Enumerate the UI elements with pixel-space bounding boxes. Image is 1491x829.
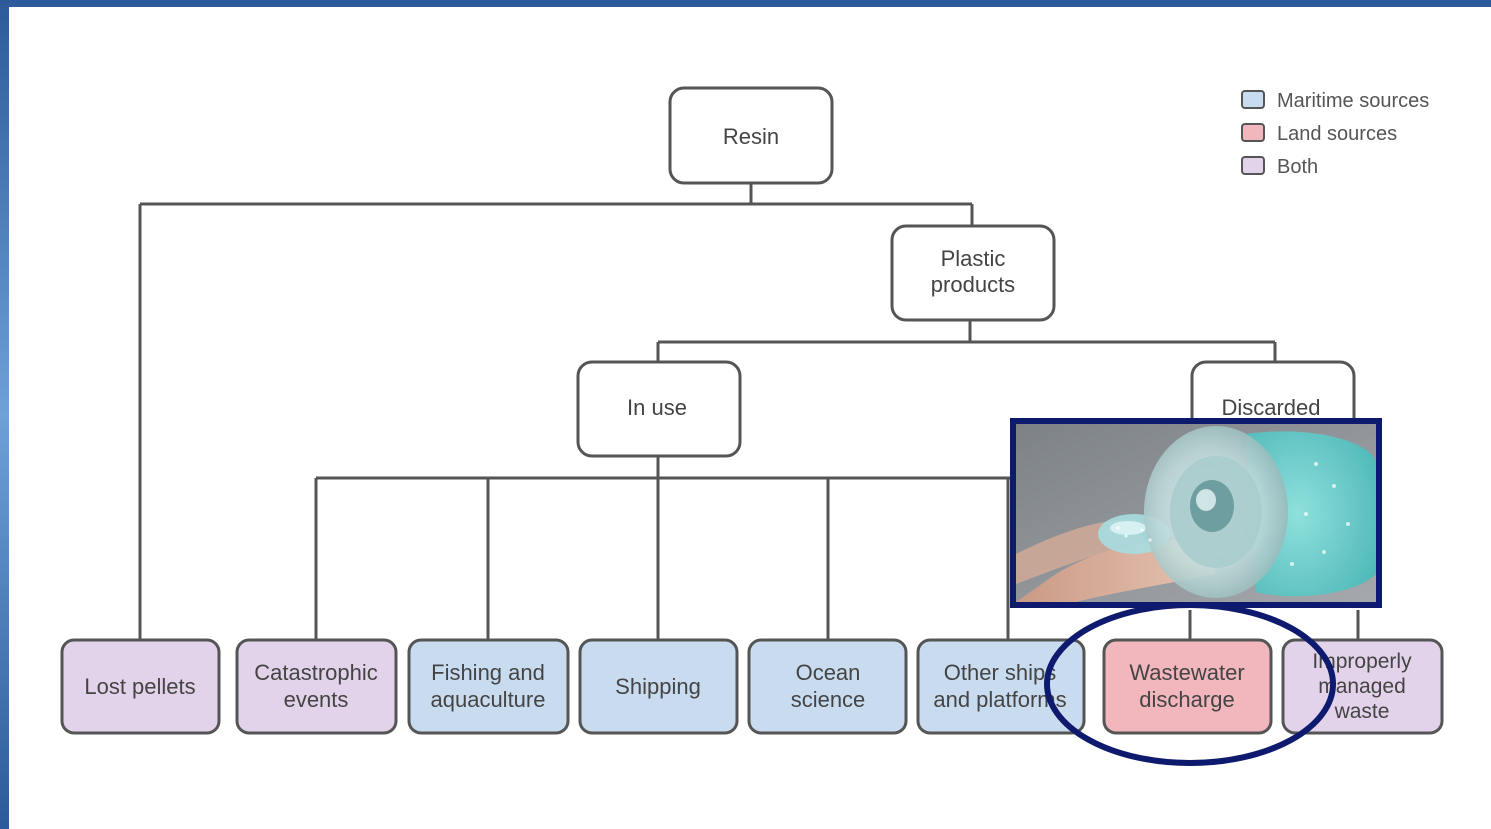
node-ocean-science-line2: science [791, 687, 866, 712]
slide-top-border [0, 0, 1491, 7]
node-fishing-line1: Fishing and [431, 660, 545, 685]
legend-label-land: Land sources [1277, 123, 1397, 145]
node-fishing-aquaculture: Fishing and aquaculture [407, 638, 570, 735]
node-lost-pellets-label: Lost pellets [84, 674, 195, 699]
node-shipping: Shipping [578, 638, 739, 735]
node-discarded-label: Discarded [1221, 395, 1320, 420]
node-other-ships-line2: and platforms [933, 687, 1066, 712]
node-ocean-science: Ocean science [747, 638, 908, 735]
legend-item-land: Land sources [1241, 123, 1397, 145]
node-wastewater-line2: discharge [1139, 687, 1234, 712]
legend-item-both: Both [1241, 156, 1318, 178]
node-improperly-line3: waste [1334, 700, 1390, 723]
node-other-ships-platforms: Other ships and platforms [916, 638, 1086, 735]
legend-label-maritime: Maritime sources [1277, 90, 1429, 112]
legend-label-both: Both [1277, 156, 1318, 178]
node-wastewater-discharge: Wastewater discharge [1102, 638, 1273, 735]
node-other-ships-line1: Other ships [944, 660, 1057, 685]
node-catastrophic-line2: events [284, 687, 349, 712]
node-improperly-managed-waste: Improperly managed waste [1281, 638, 1444, 735]
node-fishing-line2: aquaculture [431, 687, 546, 712]
microbead-photo-inset [1010, 418, 1382, 608]
connector-lines [138, 183, 1360, 640]
node-catastrophic-line1: Catastrophic [254, 660, 378, 685]
node-shipping-label: Shipping [615, 674, 701, 699]
node-wastewater-line1: Wastewater [1129, 660, 1244, 685]
node-plastic-products-line2: products [931, 272, 1015, 297]
node-catastrophic-events: Catastrophic events [235, 638, 398, 735]
legend: Maritime sources Land sources Both [1241, 90, 1429, 178]
node-improperly-line2: managed [1318, 675, 1406, 698]
legend-item-maritime: Maritime sources [1241, 90, 1429, 112]
microbead-gel-tube-photo-icon [1016, 424, 1376, 602]
node-plastic-products-line1: Plastic [941, 246, 1006, 271]
node-in-use: In use [576, 360, 742, 458]
node-plastic-products: Plastic products [890, 224, 1056, 322]
node-ocean-science-line1: Ocean [796, 660, 861, 685]
node-resin: Resin [668, 86, 834, 185]
slide-left-border [0, 0, 9, 829]
node-in-use-label: In use [627, 395, 687, 420]
node-lost-pellets: Lost pellets [60, 638, 221, 735]
node-improperly-line1: Improperly [1312, 650, 1412, 673]
node-resin-label: Resin [723, 124, 779, 149]
